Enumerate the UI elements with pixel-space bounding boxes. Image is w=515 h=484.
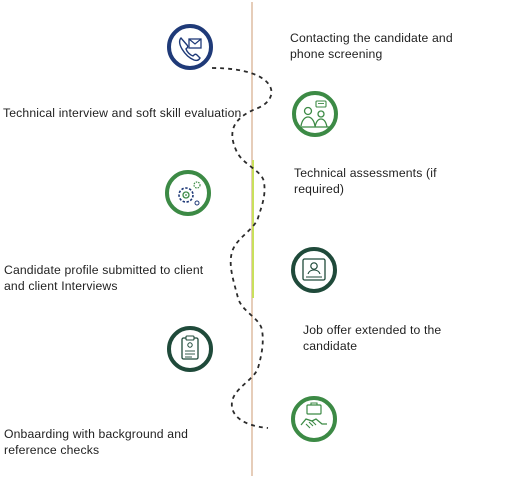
dashed-connector — [211, 67, 273, 429]
phone-email-icon — [167, 24, 213, 70]
handshake-briefcase-icon — [291, 396, 337, 442]
gear-target-icon — [165, 170, 211, 216]
step-label-profile-submitted: Candidate profile submitted to client an… — [4, 263, 204, 293]
interview-icon — [292, 91, 338, 137]
clipboard-icon — [167, 326, 213, 372]
step-label-technical-interview: Technical interview and soft skill evalu… — [3, 106, 242, 120]
step-label-contacting: Contacting the candidate and phone scree… — [290, 31, 453, 61]
profile-card-icon — [291, 247, 337, 293]
step-label-onboarding: Onbaarding with background and reference… — [4, 427, 189, 457]
step-label-job-offer: Job offer extended to the candidate — [303, 323, 442, 353]
step-label-technical-assessments: Technical assessments (if required) — [294, 166, 437, 196]
